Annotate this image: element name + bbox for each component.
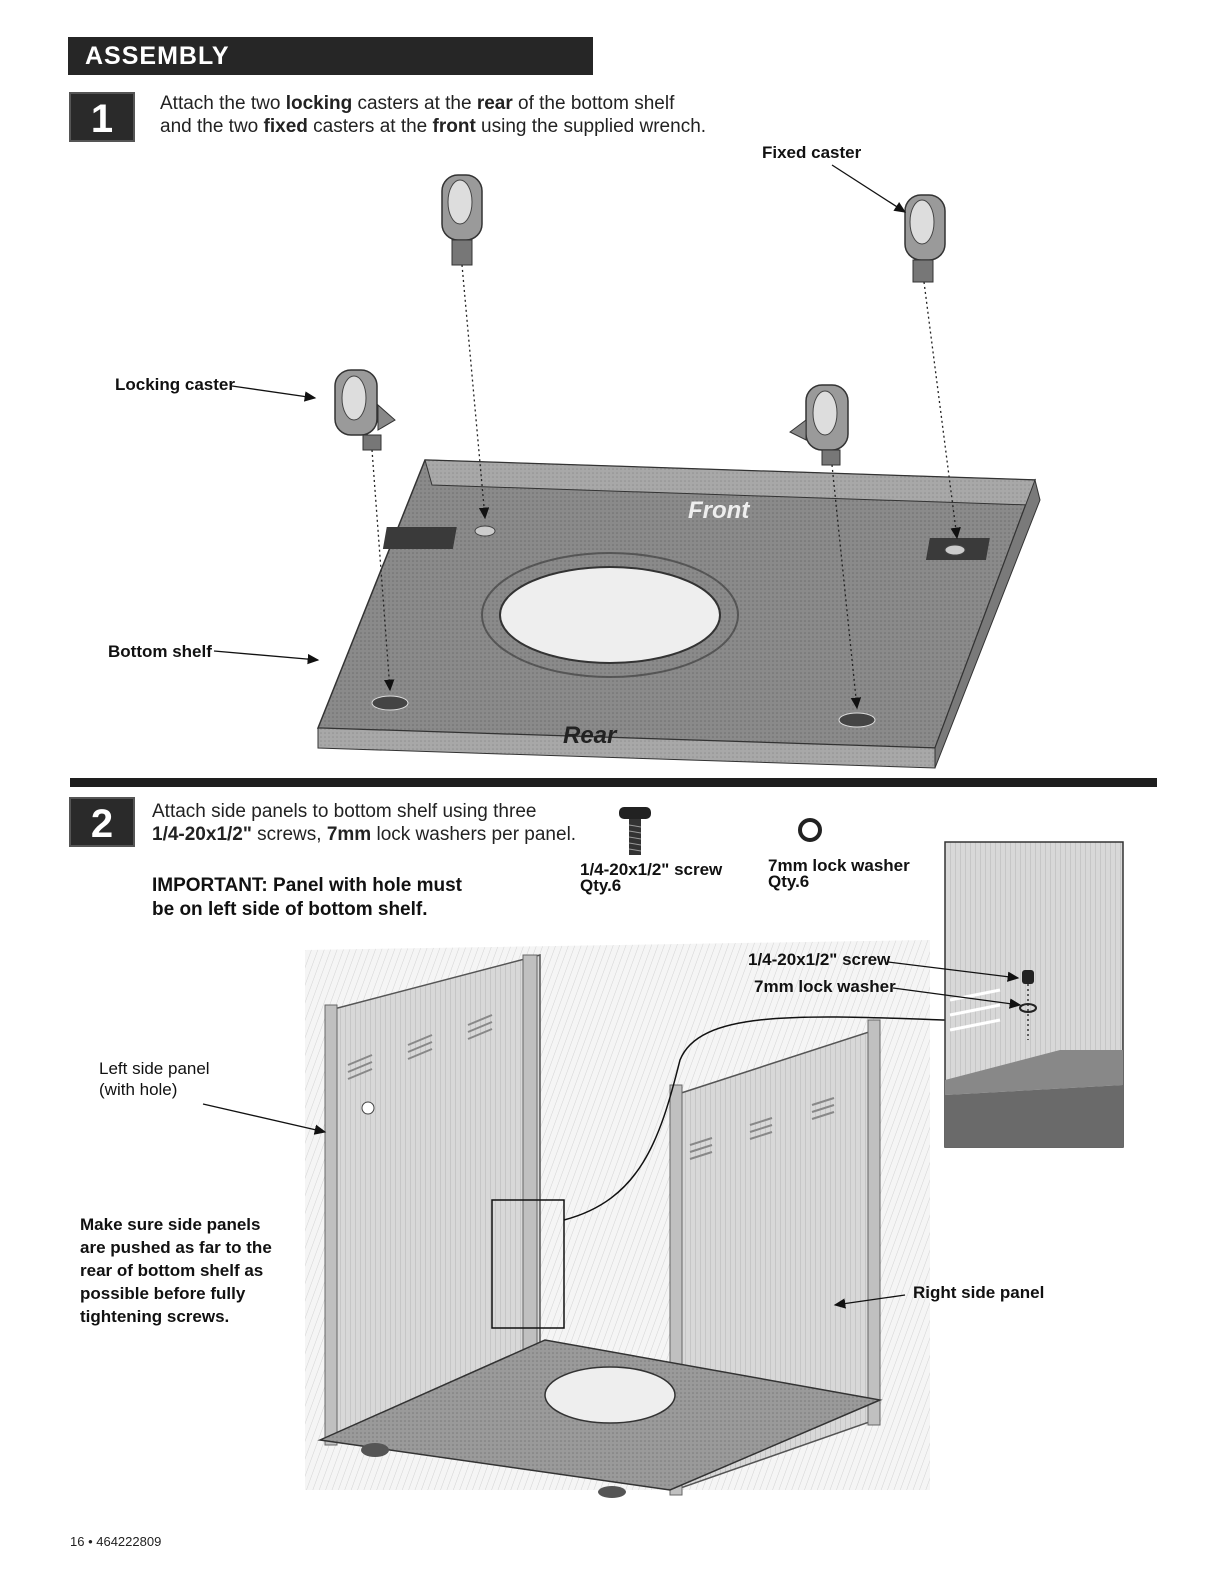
front-label: Front — [688, 497, 750, 524]
section-divider — [70, 778, 1157, 787]
locking-caster-right — [789, 384, 849, 466]
screw-icon — [619, 807, 651, 855]
screw-callout-label: 1/4-20x1/2" screw — [748, 950, 891, 969]
bottom-shelf — [316, 459, 1041, 769]
fixed-caster-right — [904, 194, 946, 283]
step-1-illustration: Front Rear — [213, 164, 1041, 769]
fixed-caster-arrow — [831, 164, 907, 213]
washer-part-qty: Qty.6 — [768, 872, 810, 891]
step-1-badge: 1 — [69, 92, 135, 142]
side-panel-note: Make sure side panels are pushed as far … — [80, 1213, 272, 1328]
locking-caster-left — [334, 369, 396, 451]
section-title: ASSEMBLY — [85, 42, 230, 70]
inset-close-up — [944, 841, 1124, 1148]
center-hole — [499, 566, 721, 664]
fixed-caster-center — [441, 174, 483, 266]
step-2-instructions: Attach side panels to bottom shelf using… — [152, 800, 576, 846]
note-line: rear of bottom shelf as — [80, 1261, 264, 1280]
important-note: IMPORTANT: Panel with hole must be on le… — [152, 874, 462, 922]
detail-connector — [563, 1016, 946, 1221]
cart-bottom-shelf — [317, 1339, 883, 1498]
screw-part-qty: Qty.6 — [580, 876, 622, 895]
note-line: possible before fully — [80, 1284, 246, 1303]
left-panel-arrow — [202, 1103, 327, 1135]
step-2-line-1: Attach side panels to bottom shelf using… — [152, 801, 537, 822]
locking-caster-label: Locking caster — [115, 375, 235, 394]
step-1-line-1: Attach the two locking casters at the re… — [160, 93, 675, 114]
caster-guide-lines — [371, 264, 961, 710]
right-panel-arrow — [833, 1294, 906, 1309]
step-2-line-2: 1/4-20x1/2" screws, 7mm lock washers per… — [152, 824, 577, 845]
step-2-illustration — [202, 841, 1124, 1498]
screw-part-name: 1/4-20x1/2" screw — [580, 860, 723, 879]
washer-callout-arrow — [892, 987, 1022, 1009]
washer-part-label: 7mm lock washer Qty.6 — [768, 856, 910, 891]
screw-part-label: 1/4-20x1/2" screw Qty.6 — [580, 860, 723, 895]
left-panel-label-line-2: (with hole) — [99, 1080, 178, 1099]
page-footer: 16 • 464222809 — [70, 1534, 162, 1549]
fixed-caster-label: Fixed caster — [762, 143, 862, 162]
bottom-shelf-label: Bottom shelf — [108, 642, 212, 661]
panel-vents — [347, 1014, 835, 1160]
rear-label: Rear — [563, 722, 618, 749]
note-line: tightening screws. — [80, 1307, 230, 1326]
detail-box — [491, 1199, 565, 1329]
step-1-line-2: and the two fixed casters at the front u… — [160, 116, 707, 137]
note-line: Make sure side panels — [80, 1215, 261, 1234]
important-line-1: IMPORTANT: Panel with hole must — [152, 875, 462, 896]
left-panel-label: Left side panel (with hole) — [99, 1058, 210, 1100]
step-2-badge: 2 — [69, 797, 135, 847]
left-side-panel — [324, 954, 541, 1446]
lock-washer-icon — [798, 818, 822, 842]
step-1-instructions: Attach the two locking casters at the re… — [160, 92, 706, 138]
important-line-2: be on left side of bottom shelf. — [152, 899, 428, 920]
right-panel-label: Right side panel — [913, 1283, 1045, 1302]
locking-caster-arrow — [231, 385, 317, 402]
left-panel-label-line-1: Left side panel — [99, 1059, 210, 1078]
washer-part-name: 7mm lock washer — [768, 856, 910, 875]
note-line: are pushed as far to the — [80, 1238, 272, 1257]
screw-callout-arrow — [887, 961, 1020, 982]
washer-callout-label: 7mm lock washer — [754, 977, 896, 996]
bottom-shelf-arrow — [213, 650, 320, 665]
section-header: ASSEMBLY — [68, 37, 593, 75]
